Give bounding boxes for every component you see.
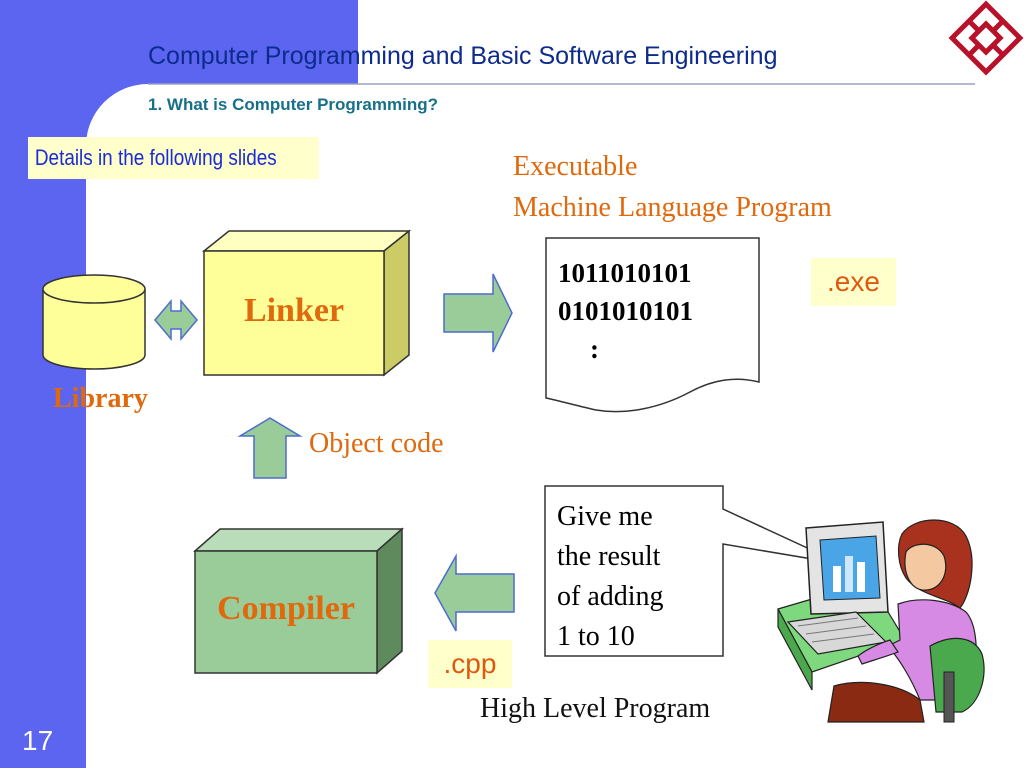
linker-to-executable-arrow-icon [443,273,513,353]
program-to-compiler-arrow-icon [434,553,515,632]
binary-line3: : [590,334,599,364]
details-note: Details in the following slides [28,137,319,179]
speech-line4: 1 to 10 [557,621,635,652]
speech-line2: the result [557,541,661,572]
library-label: Library [53,383,148,414]
linker-box [201,229,412,377]
high-level-program-label: High Level Program [480,693,711,724]
library-cylinder-icon [42,274,146,370]
exe-extension-tag: .exe [811,258,896,306]
speech-callout [544,485,843,657]
speech-line1: Give me [557,501,653,532]
binary-code: 1011010101 0101010101 : [558,254,693,368]
executable-caption-line2: Machine Language Program [513,192,832,223]
sidebar-band [0,0,358,768]
speech-line3: of adding [557,581,664,612]
library-linker-double-arrow-icon [154,298,198,342]
slide-subtitle: 1. What is Computer Programming? [148,95,438,114]
speech-text: Give me the result of adding 1 to 10 [557,497,664,657]
object-code-label: Object code [309,428,444,459]
programmer-at-computer-icon [777,519,985,723]
compiler-box [193,527,404,675]
slide-title: Computer Programming and Basic Software … [148,42,778,70]
executable-caption: Executable Machine Language Program [513,146,832,228]
executable-caption-line1: Executable [513,151,638,182]
binary-line1: 1011010101 [558,258,692,288]
compiler-label: Compiler [217,590,355,627]
linker-label: Linker [243,292,345,329]
page-number: 17 [22,725,54,756]
compiler-to-linker-arrow-icon [237,417,303,479]
binary-line2: 0101010101 [558,296,693,326]
executable-document [545,237,760,413]
cpp-extension-tag: .cpp [428,640,512,688]
university-logo-icon [948,0,1024,76]
